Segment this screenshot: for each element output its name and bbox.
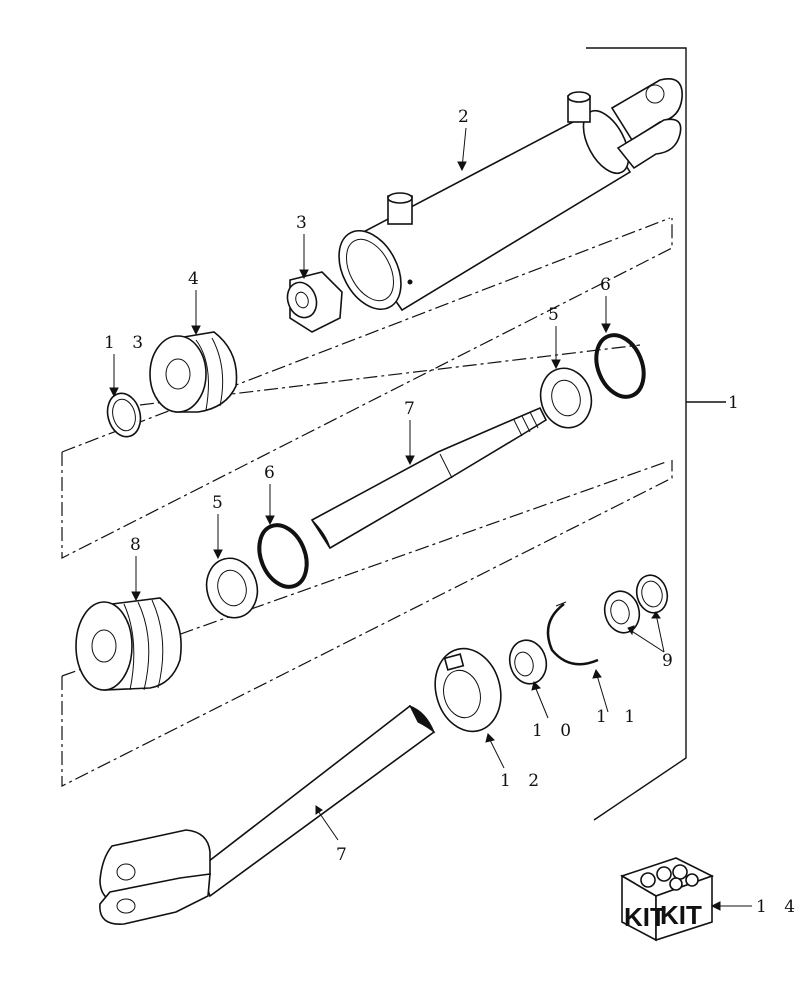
- callout-12: 1 2: [500, 771, 545, 791]
- callout-labels: 1 2 3 4 5 5 6 6 7 7 8 9 1 0 1 1 1 2 1 3 …: [104, 107, 801, 917]
- callout-7-upper: 7: [404, 399, 421, 419]
- piston-rod-clevis-part: [99, 704, 436, 925]
- callout-11: 1 1: [596, 707, 641, 727]
- callout-6-upper: 6: [600, 275, 617, 295]
- leader-lines: [109, 127, 752, 911]
- washer-5-middle-part: [205, 557, 259, 619]
- cylinder-barrel-part: [338, 78, 683, 312]
- callout-14: 1 4: [756, 897, 801, 917]
- callout-5-upper: 5: [548, 305, 565, 325]
- o-ring-6-middle-part: [257, 523, 309, 589]
- callout-3: 3: [296, 213, 313, 233]
- assembly-bracket: [586, 47, 726, 821]
- callout-8: 8: [130, 535, 147, 555]
- kit-label-right: KIT: [660, 900, 702, 930]
- snap-ring-11-part: [546, 601, 599, 666]
- washer-5-upper-part: [539, 367, 593, 429]
- callout-10: 1 0: [532, 721, 577, 741]
- callout-5-middle: 5: [212, 493, 229, 513]
- lock-washer-12-part: [434, 647, 502, 733]
- piston-part: [149, 331, 238, 413]
- seal-9-parts: [603, 574, 669, 634]
- callout-13: 1 3: [104, 333, 149, 353]
- kit-box-part: KIT KIT: [620, 857, 715, 942]
- kit-label-left: KIT: [624, 902, 666, 932]
- piston-rod-threaded-part: [310, 406, 548, 550]
- callout-2: 2: [458, 107, 475, 127]
- callout-7-lower: 7: [336, 845, 353, 865]
- piston-nut-part: [286, 271, 343, 333]
- ring-13-part: [106, 392, 142, 438]
- callout-6-middle: 6: [264, 463, 281, 483]
- gland-part: [75, 597, 182, 691]
- ring-10-part: [508, 639, 548, 685]
- callout-1: 1: [728, 393, 745, 413]
- o-ring-6-upper-part: [594, 333, 646, 399]
- callout-9: 9: [662, 651, 679, 671]
- callout-4: 4: [188, 269, 205, 289]
